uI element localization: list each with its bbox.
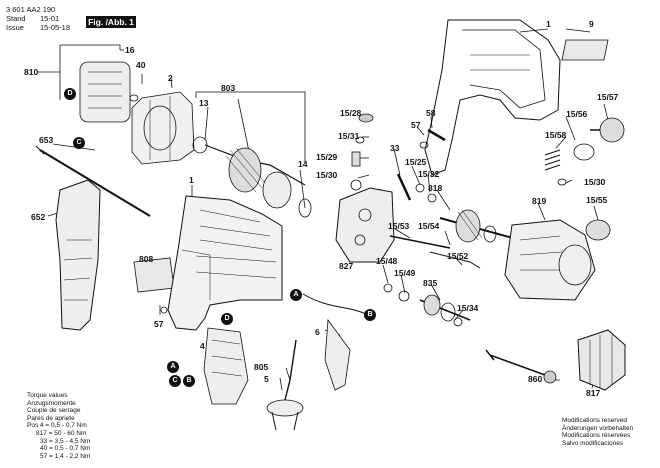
part-label: 57 xyxy=(154,319,164,329)
part-label: 808 xyxy=(139,254,154,264)
issue-label: Issue xyxy=(6,23,24,32)
part-label: 2 xyxy=(168,73,173,83)
part-label: 15/30 xyxy=(584,177,606,187)
modifications-line: Modifications reserved xyxy=(562,417,628,424)
part-label: 15/55 xyxy=(586,195,608,205)
part-label: 57 xyxy=(411,120,421,130)
torque-line: 40 = 0,5 - 0,7 Nm xyxy=(40,445,91,453)
part-label: 15/48 xyxy=(376,256,398,266)
part-label: 653 xyxy=(39,135,54,145)
connector-d-marker: D xyxy=(221,313,233,325)
part-label: 9 xyxy=(589,19,594,29)
torque-line: Couple de serrage xyxy=(27,407,81,415)
part-label: 860 xyxy=(528,374,543,384)
connector-a-marker: A xyxy=(290,289,302,301)
torque-values-block: Torque values Anzugsmomente Couple de se… xyxy=(27,392,90,460)
part-label: 827 xyxy=(339,261,354,271)
part-label: 1 xyxy=(189,175,194,185)
part-label: 1 xyxy=(546,19,551,29)
part-label: 14 xyxy=(298,159,308,169)
part-label: 818 xyxy=(428,183,443,193)
torque-line: Pares de apriete xyxy=(27,414,75,422)
connector-a-marker: A xyxy=(167,361,179,373)
part-label: 13 xyxy=(199,98,209,108)
part-label: 5 xyxy=(264,374,269,384)
part-label: 15/30 xyxy=(316,170,338,180)
part-label: 15/53 xyxy=(388,221,410,231)
part-label: 6 xyxy=(315,327,320,337)
part-label: 15/52 xyxy=(447,251,469,261)
connector-b-marker: B xyxy=(183,375,195,387)
part-label: 15/31 xyxy=(338,131,360,141)
connector-d-marker: D xyxy=(64,88,76,100)
bracket-810 xyxy=(38,44,121,100)
part-label: 15/56 xyxy=(566,109,588,119)
torque-line: 817 = 50 - 60 Nm xyxy=(36,429,87,437)
connector-c-marker: C xyxy=(73,137,85,149)
torque-line: 33 = 3,5 - 4,5 Nm xyxy=(40,437,91,445)
modifications-line: Änderungen vorbehalten xyxy=(562,424,634,432)
figure-label: Fig. /Abb. 1 xyxy=(86,16,136,28)
part-label: 835 xyxy=(423,278,438,288)
torque-line: 57 = 1,4 - 2,2 Nm xyxy=(40,452,91,460)
part-label: 15/29 xyxy=(316,152,338,162)
part-label: 15/32 xyxy=(418,169,440,179)
part-label: 15/49 xyxy=(394,268,416,278)
part-label: 33 xyxy=(390,143,400,153)
part-label: 15/57 xyxy=(597,92,619,102)
torque-line: Torque values xyxy=(27,392,68,399)
modifications-line: Modifications réservées xyxy=(562,432,631,440)
modifications-line: Salvo modificaciones xyxy=(562,439,624,447)
part-label: 15/25 xyxy=(405,157,427,167)
part-label: 16 xyxy=(125,45,135,55)
part-label: 58 xyxy=(426,108,436,118)
part-label: 15/58 xyxy=(545,130,567,140)
connector-b-marker: B xyxy=(364,309,376,321)
part-label: 15/28 xyxy=(340,108,362,118)
bracket-803 xyxy=(195,91,306,162)
part-label: 652 xyxy=(31,212,46,222)
torque-line: Pos 4 = 0,5 - 0,7 Nm xyxy=(27,422,87,430)
connector-c-marker: C xyxy=(169,375,181,387)
issue-value: 15-05-18 xyxy=(40,23,71,32)
doc-number: 3 601 AA2 190 xyxy=(6,5,56,14)
torque-line: Anzugsmomente xyxy=(27,399,76,407)
part-label: 805 xyxy=(254,362,269,372)
part-label: 817 xyxy=(586,388,601,398)
stand-value: 15-01 xyxy=(40,14,60,23)
part-label: 40 xyxy=(136,60,146,70)
part-label: 15/34 xyxy=(457,303,479,313)
stand-label: Stand xyxy=(6,14,26,23)
part-label: 15/54 xyxy=(418,221,440,231)
part-label: 819 xyxy=(532,196,547,206)
part-label: 810 xyxy=(24,67,39,77)
part-label: 4 xyxy=(200,341,205,351)
modifications-note: Modifications reserved Änderungen vorbeh… xyxy=(562,417,633,447)
part-label: 803 xyxy=(221,83,236,93)
